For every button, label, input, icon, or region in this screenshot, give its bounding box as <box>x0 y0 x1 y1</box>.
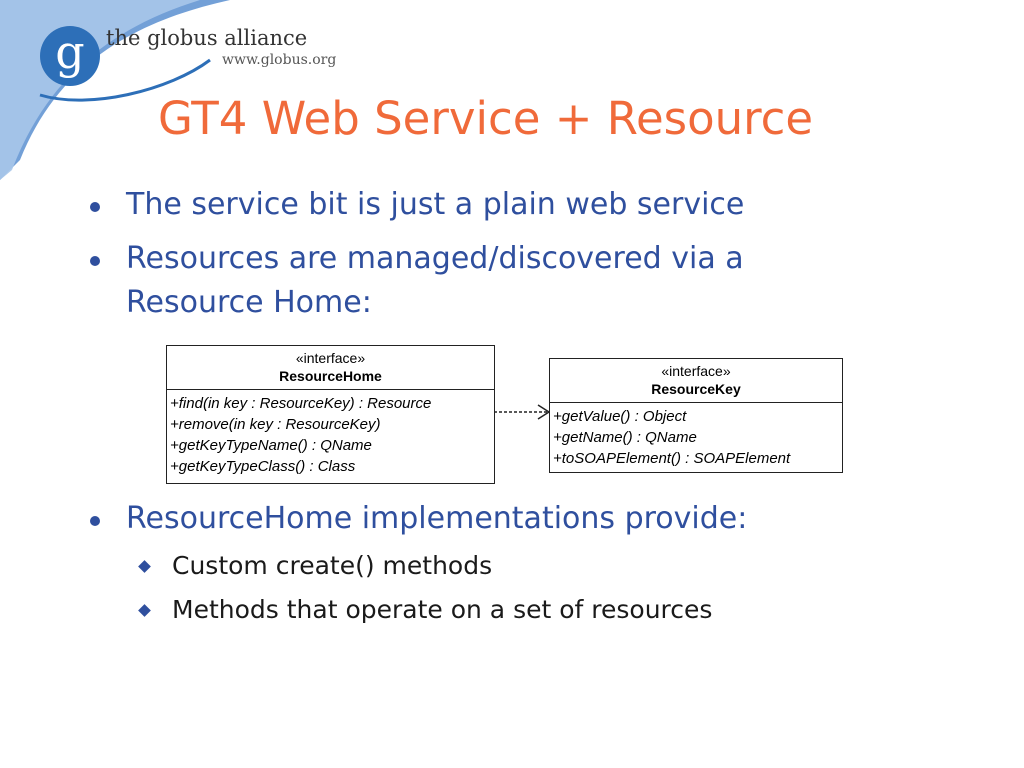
globus-logo-icon: g <box>40 26 100 86</box>
sub-bullet-item: Custom create() methods <box>138 549 493 583</box>
diamond-bullet-icon <box>138 560 151 573</box>
uml-operations: +getValue() : Object +getName() : QName … <box>550 403 842 472</box>
uml-class-name: ResourceKey <box>651 381 741 397</box>
uml-operation: +find(in key : ResourceKey) : Resource <box>170 395 432 412</box>
uml-operations: +find(in key : ResourceKey) : Resource +… <box>167 390 494 480</box>
bullet-dot-icon <box>90 202 100 212</box>
uml-class-resource-home: «interface» ResourceHome +find(in key : … <box>166 345 495 484</box>
uml-operation: +remove(in key : ResourceKey) <box>170 416 381 433</box>
logo-url: www.globus.org <box>222 52 337 68</box>
bullet-text: ResourceHome implementations provide: <box>126 501 748 536</box>
uml-stereotype: «interface» <box>661 363 731 379</box>
bullet-text-continuation: Resource Home: <box>126 285 372 320</box>
bullet-text: Resources are managed/discovered via a <box>126 241 744 276</box>
uml-stereotype: «interface» <box>295 350 366 366</box>
uml-class-name: ResourceHome <box>279 368 382 384</box>
uml-class-header: «interface» ResourceKey <box>550 359 842 403</box>
uml-class-header: «interface» ResourceHome <box>167 346 494 390</box>
sub-bullet-item: Methods that operate on a set of resourc… <box>138 593 713 627</box>
sub-bullet-text: Methods that operate on a set of resourc… <box>172 595 713 624</box>
logo-name: the globus alliance <box>106 26 308 50</box>
uml-operation: +toSOAPElement() : SOAPElement <box>553 450 791 467</box>
bullet-dot-icon <box>90 516 100 526</box>
bullet-item: ResourceHome implementations provide: <box>86 497 886 541</box>
uml-operation: +getValue() : Object <box>553 408 687 425</box>
bullet-text: The service bit is just a plain web serv… <box>126 187 745 222</box>
bullet-item: Resources are managed/discovered via a R… <box>86 237 886 325</box>
sub-bullet-text: Custom create() methods <box>172 551 493 580</box>
diamond-bullet-icon <box>138 604 151 617</box>
uml-operation: +getKeyTypeClass() : Class <box>170 458 356 475</box>
bullet-dot-icon <box>90 256 100 266</box>
slide-title: GT4 Web Service + Resource <box>158 92 814 145</box>
bullet-item: The service bit is just a plain web serv… <box>86 183 886 227</box>
uml-class-resource-key: «interface» ResourceKey +getValue() : Ob… <box>549 358 843 473</box>
uml-operation: +getKeyTypeName() : QName <box>170 437 372 454</box>
uml-operation: +getName() : QName <box>553 429 697 446</box>
